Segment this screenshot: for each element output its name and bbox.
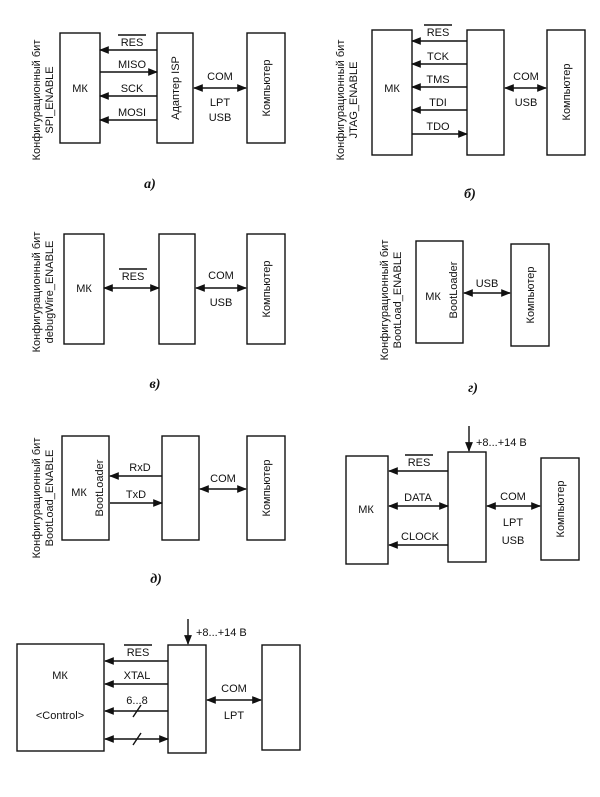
mk-block: [415, 240, 464, 344]
config-bit-label: Конфигурационный бит: [31, 40, 43, 161]
panel-f-parallel-programmer: МК <Control> +8...+14 В RES XTAL 6...8 C…: [16, 619, 301, 754]
adapter-block: [158, 233, 196, 345]
mk-block: [345, 455, 389, 565]
panel-caption: б): [464, 187, 476, 202]
sck-label: SCK: [121, 83, 144, 95]
config-bit-name: debugWire_ENABLE: [44, 241, 56, 344]
config-bit-name: SPI_ENABLE: [44, 66, 56, 133]
xtal-label: XTAL: [124, 670, 151, 682]
config-bit-label: Конфигурационный бит: [31, 232, 43, 353]
mk-label: МК: [52, 670, 68, 682]
config-bit-label: Конфигурационный бит: [31, 438, 43, 559]
computer-block: [246, 233, 286, 345]
lpt-label: LPT: [503, 517, 523, 529]
programmer-block: [447, 451, 487, 563]
computer-label: Компьютер: [261, 460, 273, 517]
computer-block: [510, 243, 550, 347]
res-label: RES: [122, 271, 145, 283]
com-label: COM: [207, 71, 233, 83]
panel-caption: а): [144, 177, 156, 192]
mk-label: МК: [358, 504, 374, 516]
supply-label: +8...+14 В: [196, 627, 247, 639]
clock-label: CLOCK: [401, 531, 440, 543]
panel-d-bootloader-com: Конфигурационный бит BootLoad_ENABLE МК …: [31, 435, 286, 587]
bootloader-label: BootLoader: [94, 459, 106, 516]
res-label: RES: [127, 647, 150, 659]
mk-block: [59, 32, 101, 144]
tdi-label: TDI: [429, 97, 447, 109]
usb-label: USB: [209, 112, 232, 124]
computer-label: Компьютер: [525, 267, 537, 324]
bus-width-label: 6...8: [126, 695, 147, 707]
computer-block: [246, 435, 286, 541]
com-label: COM: [221, 683, 247, 695]
mk-label: МК: [384, 83, 400, 95]
tdo-label: TDO: [426, 121, 450, 133]
usb-label: USB: [502, 535, 525, 547]
com-label: COM: [208, 270, 234, 282]
panel-caption: г): [468, 381, 478, 396]
control-bus-slash: [132, 704, 142, 718]
mk-block: [61, 435, 110, 541]
adapter-block: [161, 435, 200, 541]
adapter-block: [466, 29, 505, 156]
config-bit-name: JTAG_ENABLE: [348, 62, 360, 139]
res-label: RES: [121, 37, 144, 49]
control-label: <Control>: [36, 710, 84, 722]
mk-label: МК: [72, 83, 88, 95]
panel-v-debugwire: Конфигурационный бит debugWire_ENABLE МК…: [31, 232, 286, 392]
mk-label: МК: [71, 487, 87, 499]
mk-block: [371, 29, 413, 156]
data-bus-slash: [132, 732, 142, 746]
res-label: RES: [427, 27, 450, 39]
mk-label: МК: [76, 283, 92, 295]
computer-block: [540, 457, 580, 561]
usb-label: USB: [476, 278, 499, 290]
rxd-label: RxD: [129, 462, 150, 474]
isp-adapter-label: Адаптер ISP: [170, 56, 182, 120]
computer-block: [261, 644, 301, 751]
miso-label: MISO: [118, 59, 147, 71]
txd-label: TxD: [126, 489, 146, 501]
lpt-label: LPT: [224, 710, 244, 722]
tms-label: TMS: [426, 74, 449, 86]
panel-e-hv-programmer: МК Компьютер +8...+14 В RES DATA CLOCK C…: [345, 426, 580, 565]
mk-block: [16, 643, 105, 752]
mk-label: МК: [425, 291, 441, 303]
panel-g-bootloader-usb: Конфигурационный бит BootLoad_ENABLE МК …: [379, 240, 550, 396]
data-label: DATA: [404, 492, 432, 504]
mk-block: [63, 233, 105, 345]
computer-label: Компьютер: [261, 60, 273, 117]
programmer-block: [167, 644, 207, 754]
usb-label: USB: [515, 97, 538, 109]
bootloader-label: BootLoader: [448, 261, 460, 318]
lpt-label: LPT: [210, 97, 230, 109]
computer-label: Компьютер: [561, 64, 573, 121]
config-bit-label: Конфигурационный бит: [335, 40, 347, 161]
panel-caption: в): [150, 377, 161, 392]
com-label: COM: [500, 491, 526, 503]
com-label: COM: [210, 473, 236, 485]
panel-a-spi: Конфигурационный бит SPI_ENABLE МК Адапт…: [31, 32, 286, 192]
supply-label: +8...+14 В: [476, 437, 527, 449]
isp-adapter-block: [156, 32, 194, 144]
config-bit-name: BootLoad_ENABLE: [392, 252, 404, 349]
com-label: COM: [513, 71, 539, 83]
computer-block: [246, 32, 286, 144]
computer-label: Компьютер: [555, 481, 567, 538]
panel-caption: д): [150, 572, 162, 587]
mosi-label: MOSI: [118, 107, 146, 119]
panel-b-jtag: Конфигурационный бит JTAG_ENABLE МК Комп…: [335, 24, 586, 202]
usb-label: USB: [210, 297, 233, 309]
computer-label: Компьютер: [261, 261, 273, 318]
res-label: RES: [408, 457, 431, 469]
computer-block: [546, 29, 586, 156]
config-bit-label: Конфигурационный бит: [379, 240, 391, 361]
config-bit-name: BootLoad_ENABLE: [44, 450, 56, 547]
tck-label: TCK: [427, 51, 450, 63]
